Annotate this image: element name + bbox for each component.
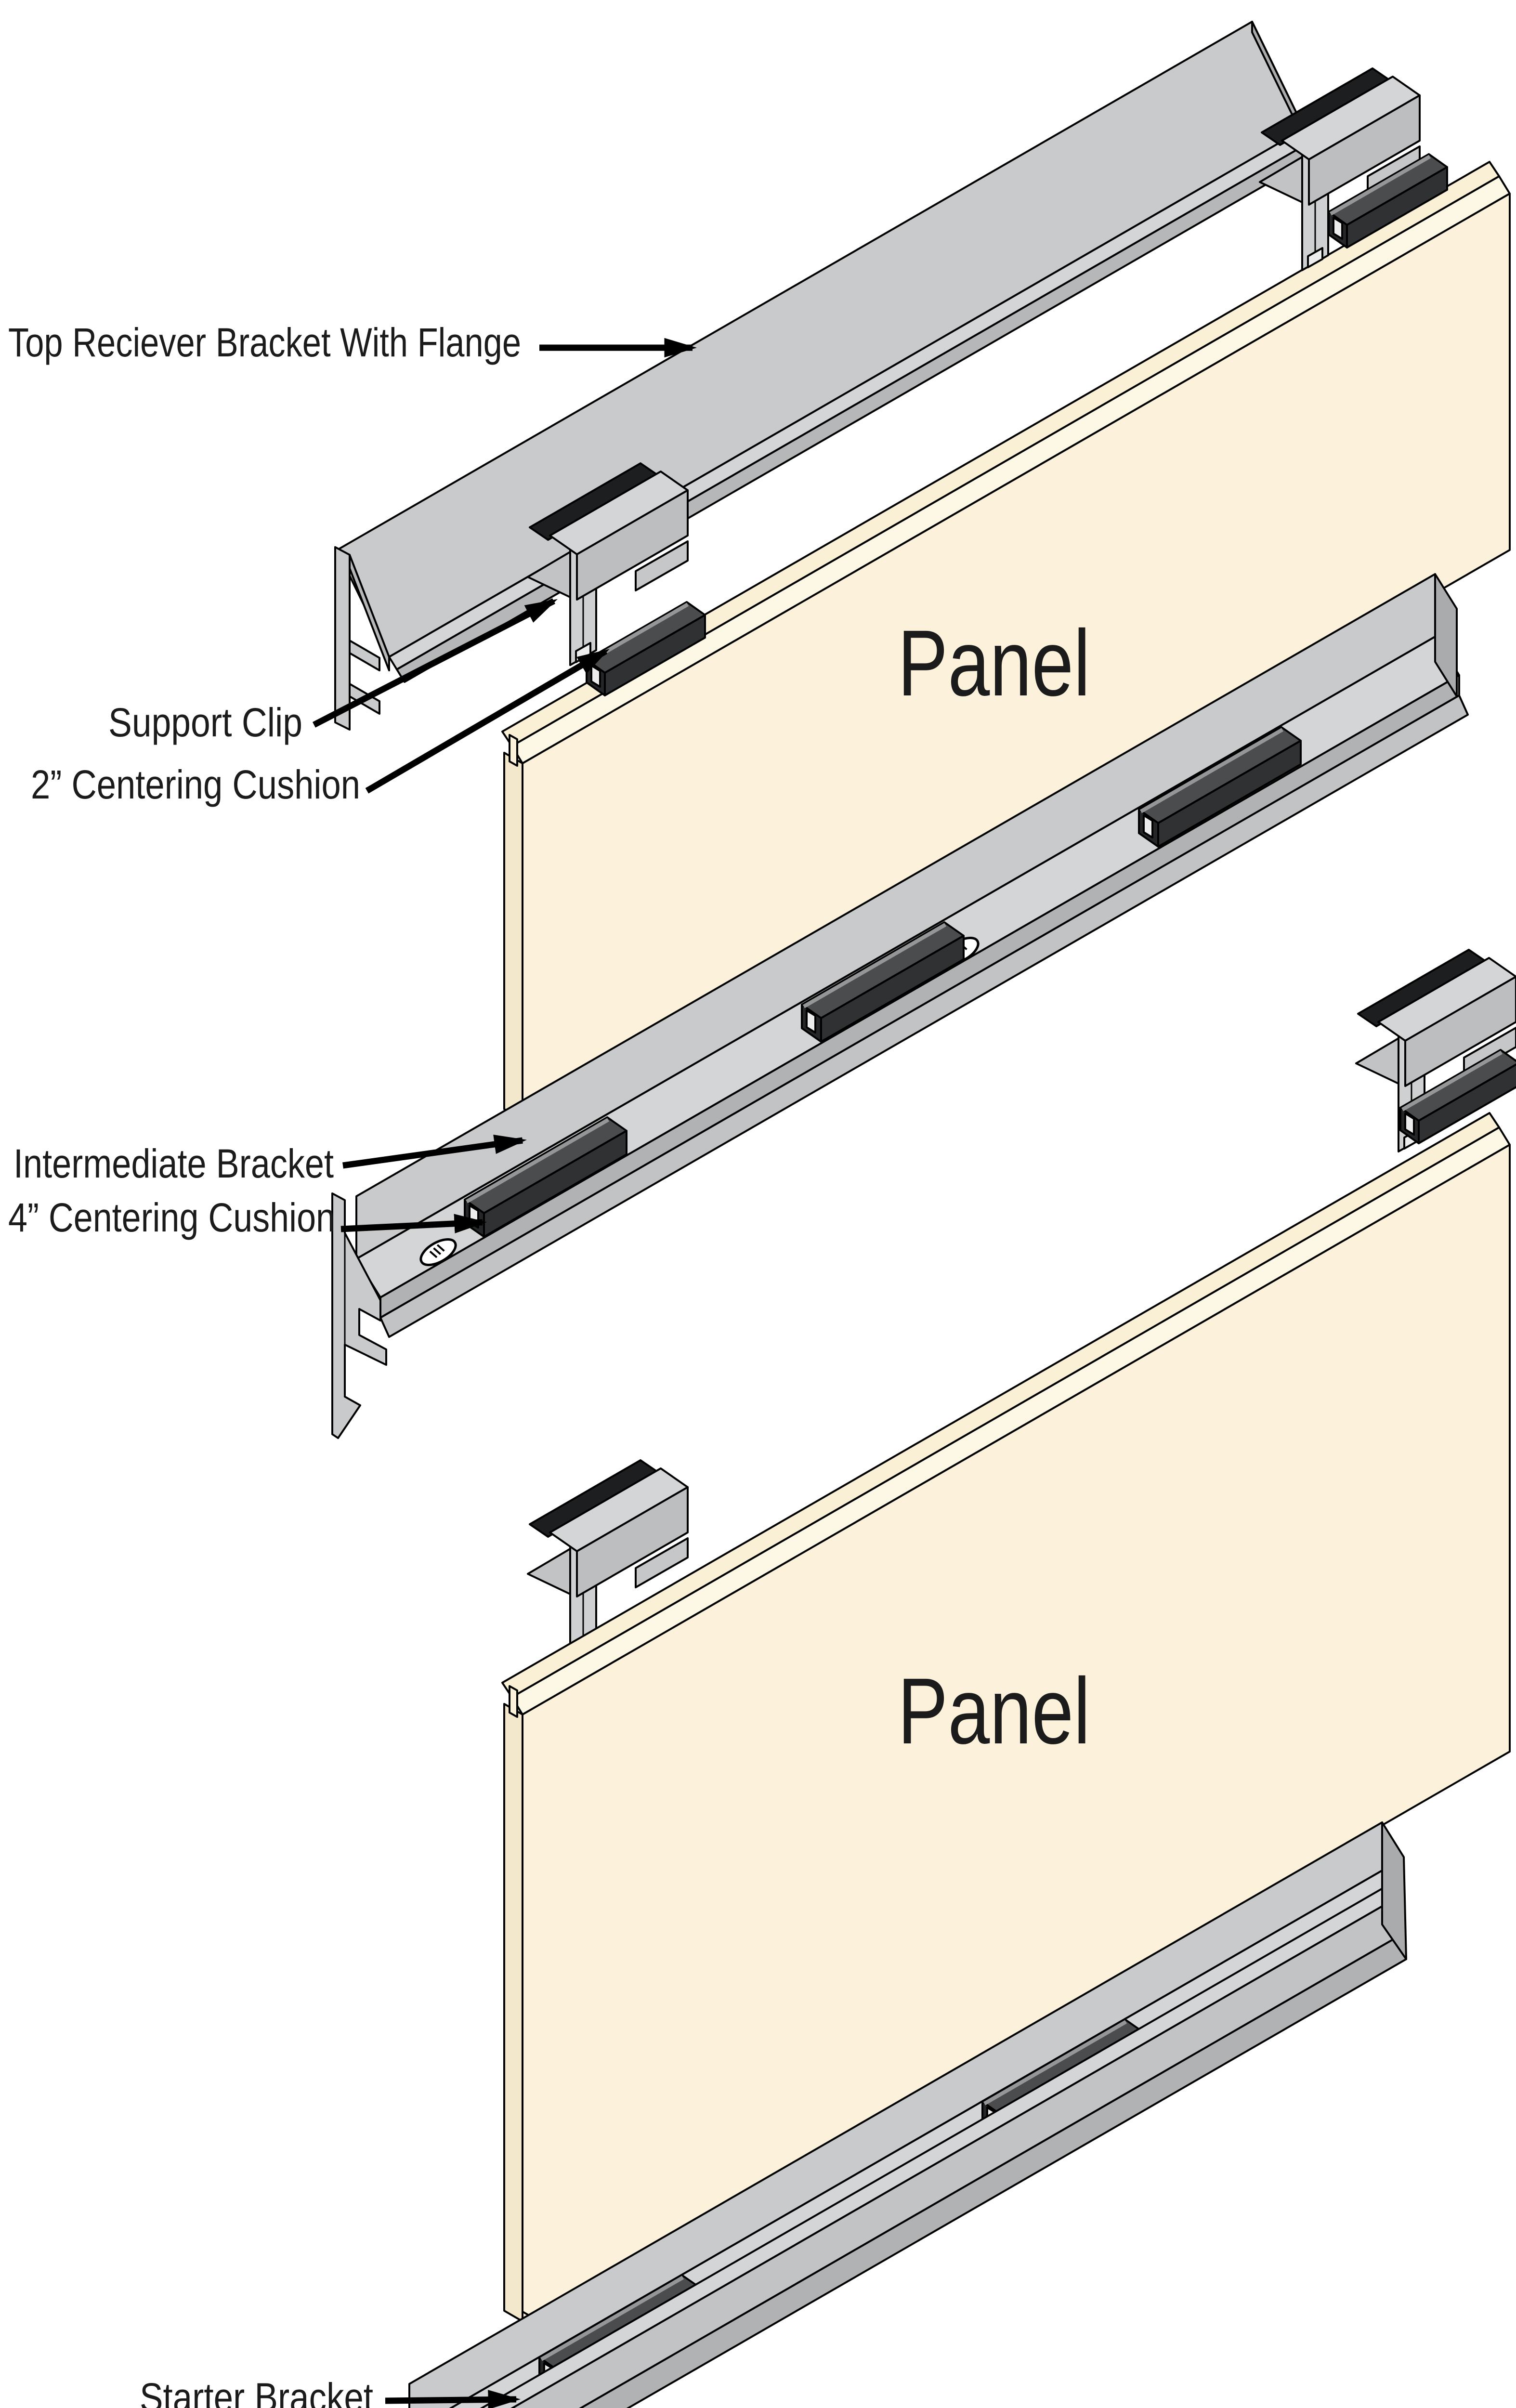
panel-lower-label: Panel (898, 1659, 1090, 1764)
label-starter-bracket: Starter Bracket (140, 2375, 373, 2408)
label-2in-centering-cushion: 2” Centering Cushion (31, 762, 360, 807)
panel-lower: Panel (501, 1112, 1511, 2408)
arrow-starter-bracket (385, 2390, 521, 2408)
arrow-2in-cushion (365, 648, 610, 794)
label-support-clip: Support Clip (108, 700, 302, 745)
arrow-support-clip (313, 598, 558, 728)
annotations: Top Reciever Bracket With Flange Support… (8, 320, 697, 2408)
starter-bracket (408, 1821, 1407, 2408)
arrow-intermediate-bracket (342, 1135, 527, 1169)
panel-upper-label: Panel (898, 611, 1090, 716)
label-top-receiver-bracket: Top Reciever Bracket With Flange (8, 320, 521, 365)
arrow-4in-cushion (340, 1214, 487, 1234)
intermediate-bracket (331, 573, 1469, 1439)
label-4in-centering-cushion: 4” Centering Cushion (8, 1195, 335, 1240)
label-intermediate-bracket: Intermediate Bracket (13, 1141, 334, 1186)
